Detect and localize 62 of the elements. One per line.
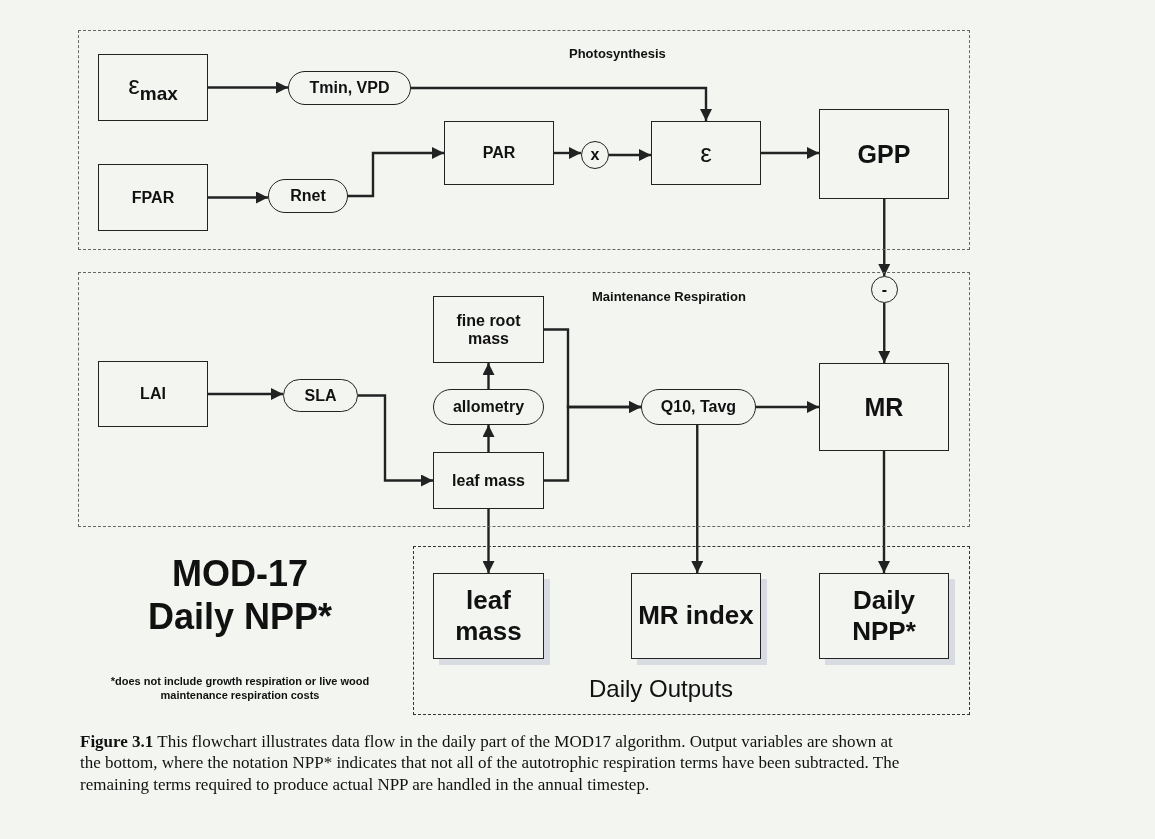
diagram-heading: MOD-17 Daily NPP* [146, 552, 334, 639]
process-box [819, 109, 949, 199]
process-box [98, 164, 208, 231]
arrow [554, 147, 581, 159]
dashed-group-panel [78, 272, 970, 527]
node-label: Rnet [290, 187, 326, 205]
node-label: FPAR [131, 188, 175, 207]
node-label: ε [700, 137, 712, 169]
process-box [651, 121, 761, 185]
dashed-group-panel [413, 546, 970, 715]
node-label: leaf mass [454, 584, 523, 648]
arrow [544, 401, 641, 482]
node-label: allometry [452, 398, 525, 416]
node-label: MR [864, 392, 904, 422]
node-label: leaf mass [452, 471, 525, 490]
process-box [98, 361, 208, 427]
arrow [878, 303, 891, 363]
arrow [208, 81, 288, 94]
dashed-group-panel [78, 30, 970, 250]
node-label: SLA [304, 386, 337, 405]
arrow [411, 86, 712, 121]
node-label: ε$_{max}$ [128, 69, 178, 106]
node-label: Daily NPP* [851, 584, 917, 648]
process-box [433, 452, 544, 509]
arrow [482, 509, 495, 573]
arrow [482, 425, 495, 452]
arrow [358, 394, 433, 487]
arrow [208, 388, 283, 400]
process-box [819, 363, 949, 451]
node-label: fine root mass [455, 311, 522, 348]
node-label: LAI [140, 385, 166, 403]
footnote: *does not include growth respiration or live wood maintenance respiration costs [110, 675, 370, 703]
rounded-box [433, 389, 544, 425]
operator-circle [871, 276, 898, 303]
operator-circle [581, 141, 609, 169]
arrow [761, 147, 819, 159]
rounded-box [641, 389, 756, 425]
arrow [208, 191, 268, 204]
arrow [609, 149, 651, 161]
rounded-box [268, 179, 348, 213]
node-label: x [590, 146, 600, 164]
node-label: - [881, 280, 888, 299]
rounded-box [283, 379, 358, 412]
group-title: Daily Outputs [589, 675, 734, 703]
arrow [348, 147, 444, 198]
node-label: GPP [857, 139, 911, 169]
node-label: Tmin, VPD [309, 79, 390, 97]
process-box [444, 121, 554, 185]
process-box [433, 296, 544, 363]
arrow [691, 425, 704, 573]
process-box [98, 54, 208, 121]
group-title: Photosynthesis [569, 46, 666, 61]
figure-caption: Figure 3.1 This flowchart illustrates data flow in the daily part of the MOD17 algorithm. Output variables are shown at the bottom, where the notation NPP* indicates that not all of the autotrophic respiration terms have been subtracted. The remaining terms required to produce actual NPP are handled in the annual timestep. [80, 731, 900, 795]
node-label: Q10, Tavg [660, 398, 737, 416]
group-title: Maintenance Respiration [592, 289, 746, 304]
arrow [482, 363, 495, 389]
node-label: MR index [638, 600, 754, 632]
arrow [878, 199, 891, 276]
arrow [756, 401, 819, 413]
rounded-box [288, 71, 411, 105]
node-label: PAR [482, 144, 516, 162]
arrow [878, 451, 890, 573]
